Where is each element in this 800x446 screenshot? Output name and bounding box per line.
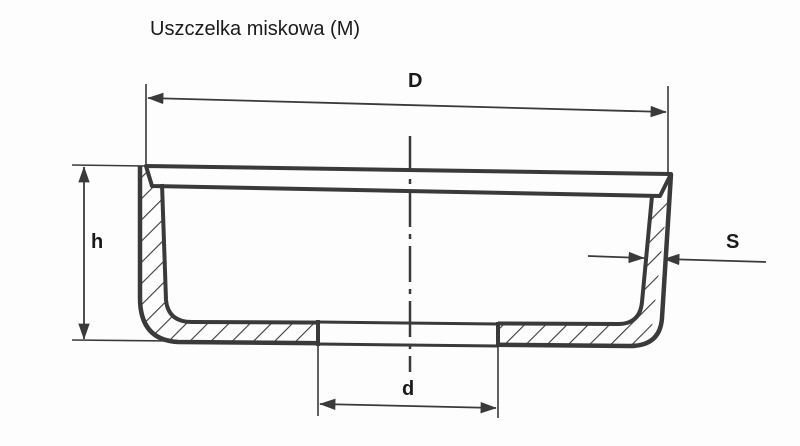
dimension-label-S: S xyxy=(726,231,740,253)
dim-S-arrow-right xyxy=(663,253,767,266)
dim-d-line xyxy=(319,398,497,414)
dimension-label-D: D xyxy=(408,70,423,92)
top-rim xyxy=(144,164,673,198)
drawing-title: Uszczelka miskowa (M) xyxy=(150,18,361,40)
opening-top-line xyxy=(317,320,499,326)
dim-D-line xyxy=(147,92,667,118)
dimension-label-h: h xyxy=(91,231,104,253)
inner-contour xyxy=(160,183,654,326)
outer-contour xyxy=(137,166,674,349)
dim-h-extension-bottom xyxy=(71,339,177,342)
opening-bottom-line xyxy=(317,342,499,348)
dim-h-extension-top xyxy=(71,164,147,167)
cup-wall-hatched-section xyxy=(140,166,671,346)
dimension-label-d: d xyxy=(402,378,415,400)
dim-S-arrow-left xyxy=(587,251,645,264)
